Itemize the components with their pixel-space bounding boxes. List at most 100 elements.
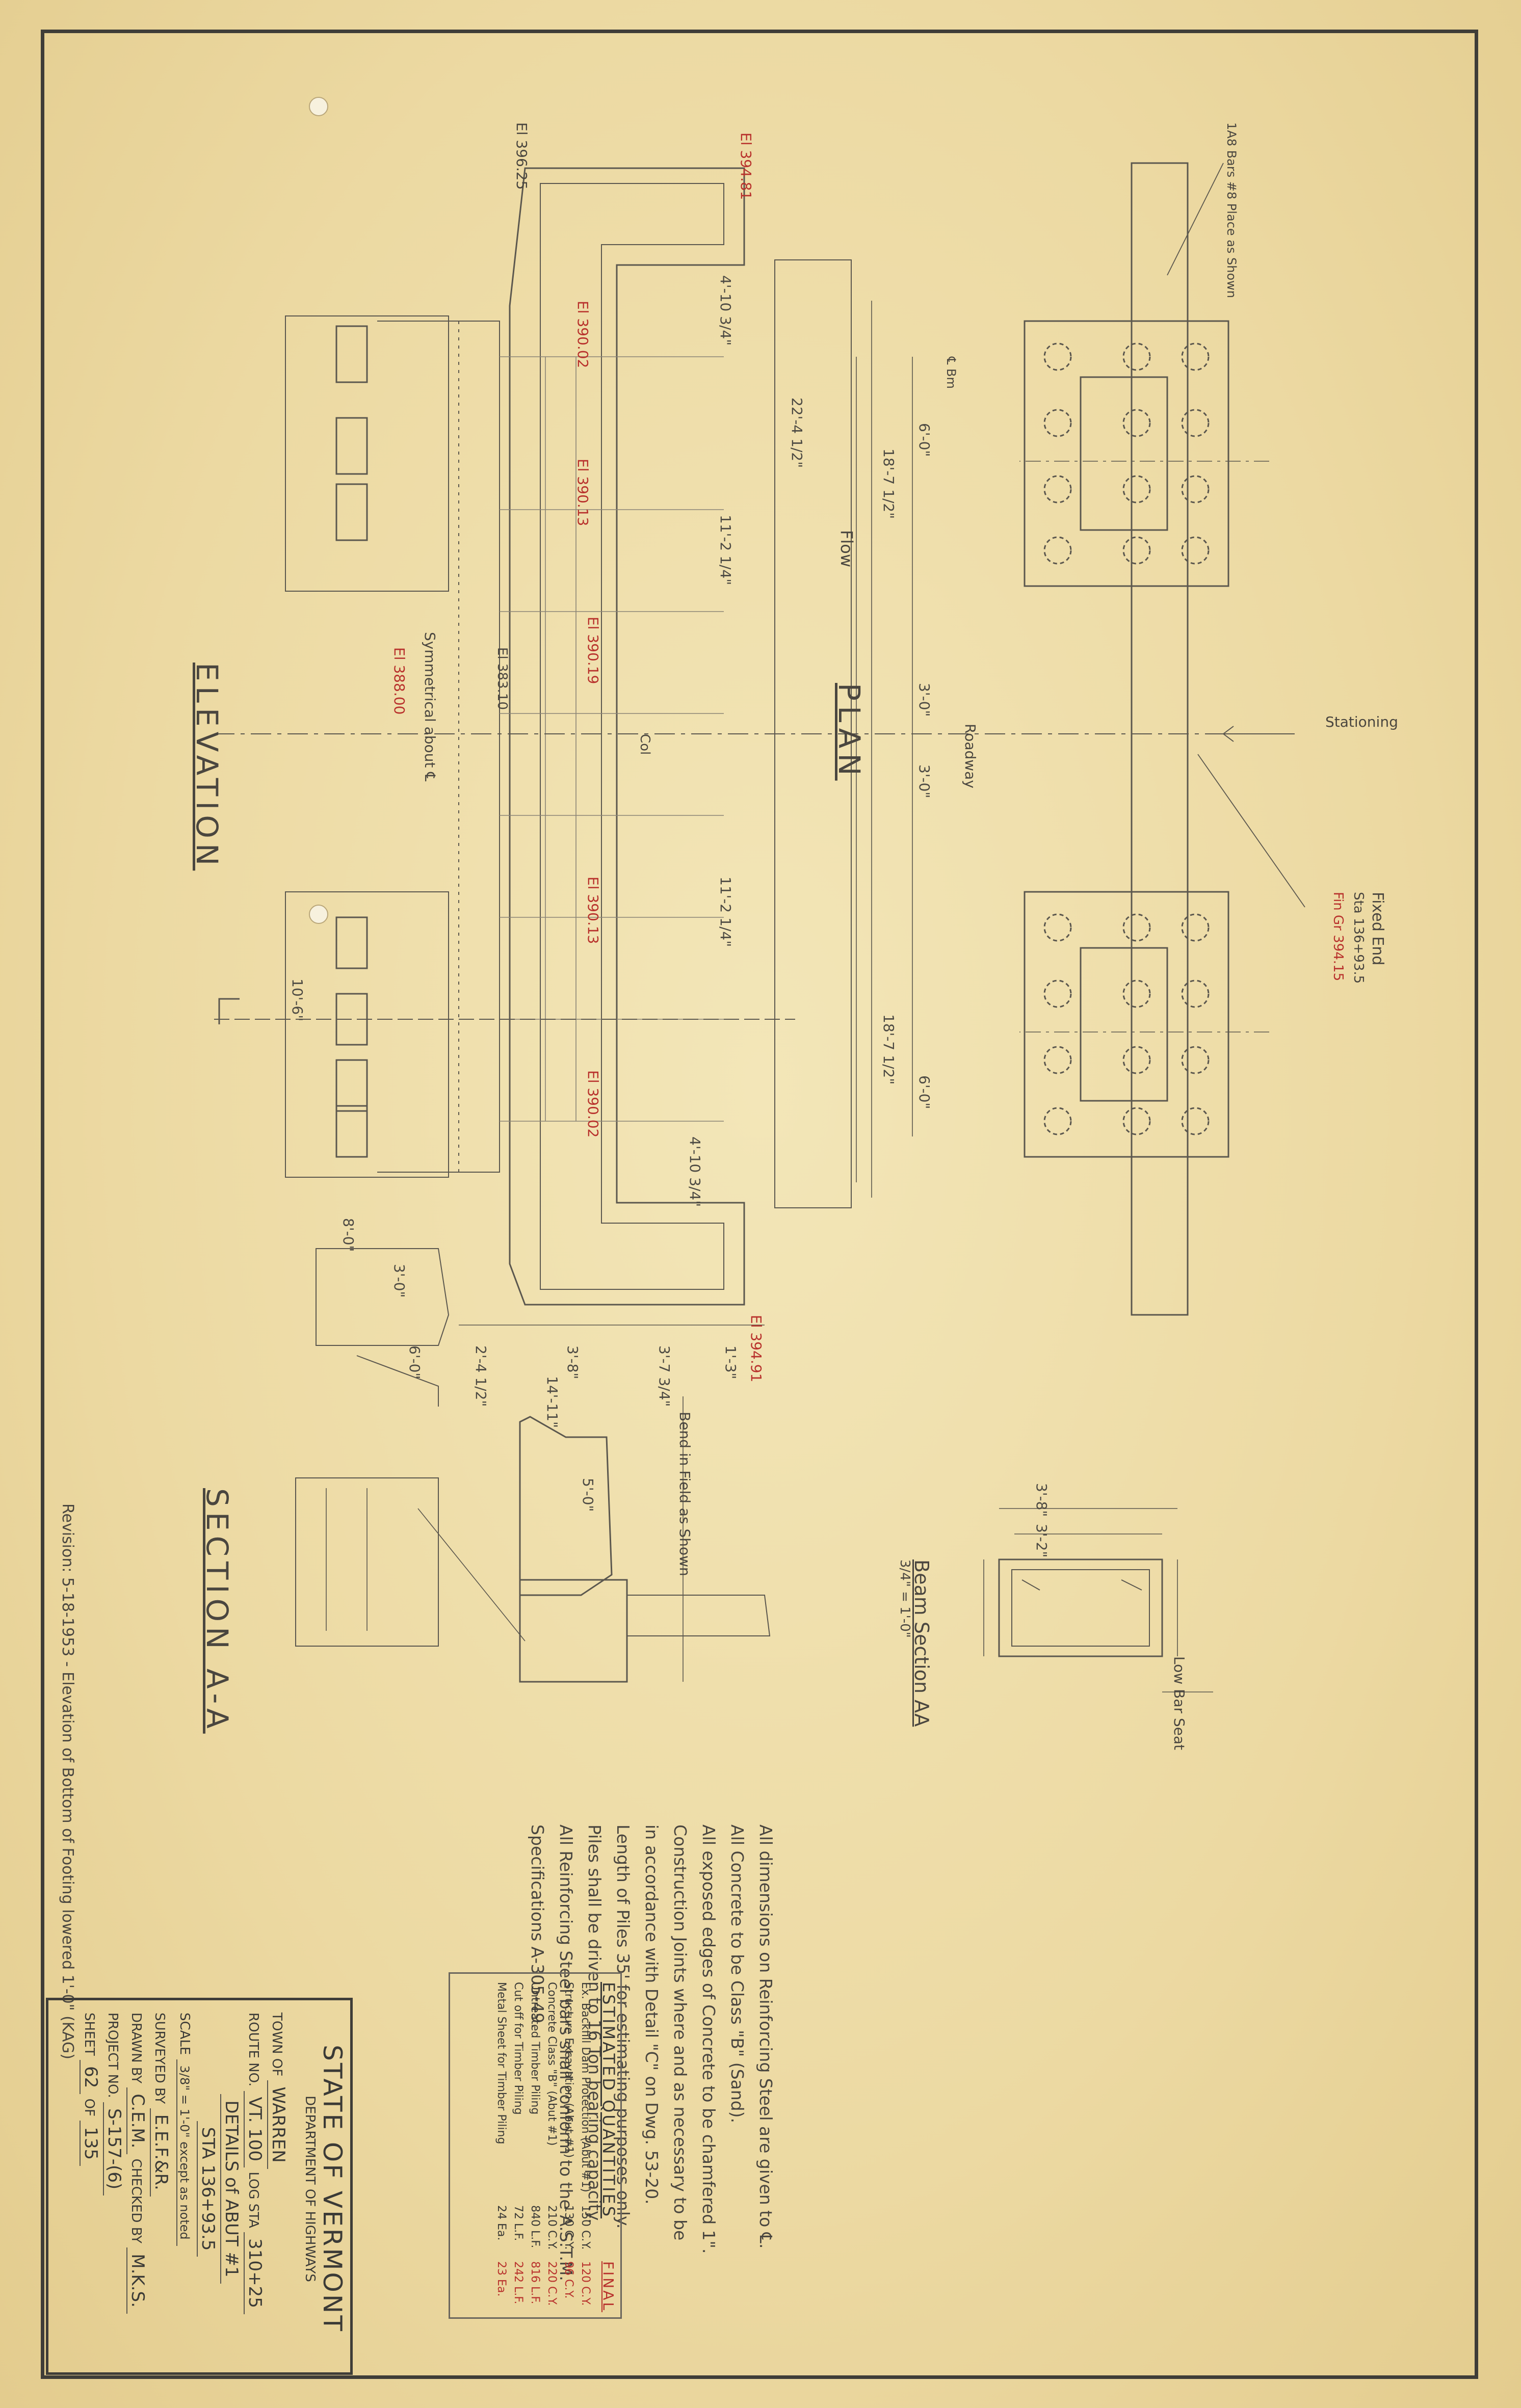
scale-label: SCALE xyxy=(177,2013,192,2055)
footing-elevation xyxy=(285,315,449,1178)
note-line: All Concrete to be Class "B" (Sand). xyxy=(727,1824,747,2123)
elevation-title: ELEVATION xyxy=(190,663,224,871)
quantity-value: 72 L.F. xyxy=(512,2205,525,2241)
drawing-subtitle-row: STA 136+93.5 xyxy=(196,2013,220,2365)
section-aa-title: SECTION A-A xyxy=(200,1488,234,1734)
route-row: ROUTE NO. VT. 100 LOG STA 310+25 xyxy=(243,2013,267,2365)
sheet-label: SHEET xyxy=(82,2013,97,2056)
town-label: TOWN OF xyxy=(269,2013,284,2077)
quantity-row: Cut off for Timber Piling 72 L.F. 242 L.… xyxy=(510,1974,527,2320)
elevation-label: El 396.25 xyxy=(513,122,530,190)
drawing-subtitle: STA 136+93.5 xyxy=(197,2121,218,2257)
elevation-label: El 390.02 xyxy=(585,1070,601,1138)
dimension-label: 8'-0" xyxy=(340,1218,357,1252)
town-value: WARREN xyxy=(267,2080,289,2169)
dimension-label: 14'-11" xyxy=(544,1376,561,1428)
roadway-label: Roadway xyxy=(962,724,979,788)
section-aa-linework xyxy=(295,1248,771,1683)
dimension-label: 4'-10 3/4" xyxy=(717,275,734,346)
punch-hole xyxy=(309,905,328,924)
sheet-border xyxy=(41,30,1478,2379)
quantity-item: Structure Excavation (Abut #1) xyxy=(562,1982,575,2158)
dimension-label: 1'-3" xyxy=(722,1345,739,1380)
quantity-item: Metal Sheet for Timber Piling xyxy=(495,1982,508,2145)
elevation-label: El 394.91 xyxy=(748,1315,765,1383)
sheet-total: 135 xyxy=(80,2121,101,2166)
dimension-label: 3'-0" xyxy=(391,1264,408,1298)
punch-hole xyxy=(309,97,328,116)
dimension-label: 3'-0" xyxy=(916,764,933,799)
dimension-label: 3'-8" xyxy=(564,1345,581,1380)
final-label: FINAL xyxy=(600,2261,617,2312)
sheet-row: SHEET 62 OF 135 xyxy=(79,2013,102,2365)
dimension-label: 11'-2 1/4" xyxy=(717,877,734,947)
beam-section xyxy=(983,1508,1178,1657)
elevation-label: El 390.02 xyxy=(574,301,591,368)
drawn-label: DRAWN BY xyxy=(128,2013,144,2084)
project-label: PROJECT NO. xyxy=(105,2013,120,2098)
scale-row: SCALE 3/8" = 1'-0" except as noted xyxy=(173,2013,196,2365)
drawn-value: C.E.M. xyxy=(126,2087,148,2155)
quantity-value: 210 C.Y. xyxy=(545,2205,558,2250)
log-sta-label: LOG STA xyxy=(246,2172,261,2228)
dimension-label: 6'-0" xyxy=(406,1345,423,1380)
fixed-end-station: Sta 136+93.5 xyxy=(1351,892,1366,984)
quantity-final: 96 C.Y. xyxy=(562,2261,575,2299)
dimension-label: 5'-0" xyxy=(580,1478,596,1512)
quantity-value: 24 Ea. xyxy=(495,2205,508,2241)
beam-section-title: Beam Section AA xyxy=(910,1559,933,1727)
note-line: in accordance with Detail "C" on Dwg. 53… xyxy=(642,1824,662,2205)
elevation-label: El 383.10 xyxy=(494,647,510,710)
quantity-item: Cut off for Timber Piling xyxy=(512,1982,525,2115)
dimension-label: 10'-6" xyxy=(289,978,306,1022)
elevation-label: El 390.13 xyxy=(585,877,601,944)
sheet-number: 62 xyxy=(80,2060,101,2095)
elevation-label: El 394.81 xyxy=(738,133,754,200)
dimension-label: 6'-0" xyxy=(916,1075,933,1109)
dimension-label: 4'-10 3/4" xyxy=(687,1136,703,1207)
project-row: PROJECT NO. S-157-(6) xyxy=(102,2013,126,2365)
log-sta-value: 310+25 xyxy=(244,2232,265,2314)
drawn-row: DRAWN BY C.E.M. CHECKED BY M.K.S. xyxy=(126,2013,149,2365)
quantity-item: Concrete Class "B" (Abut #1) xyxy=(545,1982,558,2146)
checked-value: M.K.S. xyxy=(126,2247,148,2314)
dimension-label: 6'-0" xyxy=(916,423,933,457)
sheet-of-label: OF xyxy=(82,2098,97,2117)
quantity-final: 242 L.F. xyxy=(512,2261,525,2305)
column-label: Col xyxy=(637,734,652,755)
route-label: ROUTE NO. xyxy=(246,2013,261,2087)
quantity-value: 150 C.Y. xyxy=(579,2205,592,2250)
state-name: STATE OF VERMONT xyxy=(318,2045,347,2333)
quantity-value: 840 L.F. xyxy=(529,2205,541,2248)
low-bar-seat-label: Low Bar Seat xyxy=(1171,1656,1188,1750)
beam-centerline-label: ℄ Bm xyxy=(944,357,958,389)
checked-label: CHECKED BY xyxy=(128,2158,144,2243)
dimension-label: 3'-7 3/4" xyxy=(656,1345,673,1407)
dimension-label: 11'-2 1/4" xyxy=(717,515,734,586)
fixed-end-label: Fixed End xyxy=(1369,892,1386,966)
scale-value: 3/8" = 1'-0" except as noted xyxy=(176,2059,192,2246)
surveyed-row: SURVEYED BY E.E.F.&R. xyxy=(149,2013,173,2365)
surveyed-value: E.E.F.&R. xyxy=(150,2108,171,2197)
title-block: STATE OF VERMONT DEPARTMENT OF HIGHWAYS … xyxy=(46,1998,353,2375)
symmetrical-note: Symmetrical about ℄ xyxy=(422,632,438,782)
quantity-item: Ex. Backfill Dam Protection (Abut #1) xyxy=(579,1982,592,2192)
quantity-final: 120 C.Y. xyxy=(579,2261,592,2306)
beam-plan xyxy=(871,162,1305,1316)
elevation-label: El 388.00 xyxy=(391,647,408,715)
dimension-label: 18'-7 1/2" xyxy=(880,1014,897,1085)
quantity-final: 23 Ea. xyxy=(495,2261,508,2297)
note-line: All dimensions on Reinforcing Steel are … xyxy=(756,1824,776,2249)
dimension-label: 3'-2" xyxy=(1033,1524,1050,1558)
dimension-label: 3'-0" xyxy=(916,683,933,717)
plan-title: PLAN xyxy=(832,683,867,781)
project-value: S-157-(6) xyxy=(103,2102,124,2196)
beam-section-scale: 3/4" = 1'-0" xyxy=(897,1559,912,1638)
quantity-row: Untreated Timber Piling 840 L.F. 816 L.F… xyxy=(527,1974,543,2320)
quantity-row: Ex. Backfill Dam Protection (Abut #1) 15… xyxy=(577,1974,594,2320)
dimension-label: 22'-4 1/2" xyxy=(789,398,805,468)
surveyed-label: SURVEYED BY xyxy=(152,2013,167,2104)
quantity-item: Untreated Timber Piling xyxy=(529,1982,541,2115)
drawing-title: DETAILS of ABUT #1 xyxy=(220,2094,242,2284)
